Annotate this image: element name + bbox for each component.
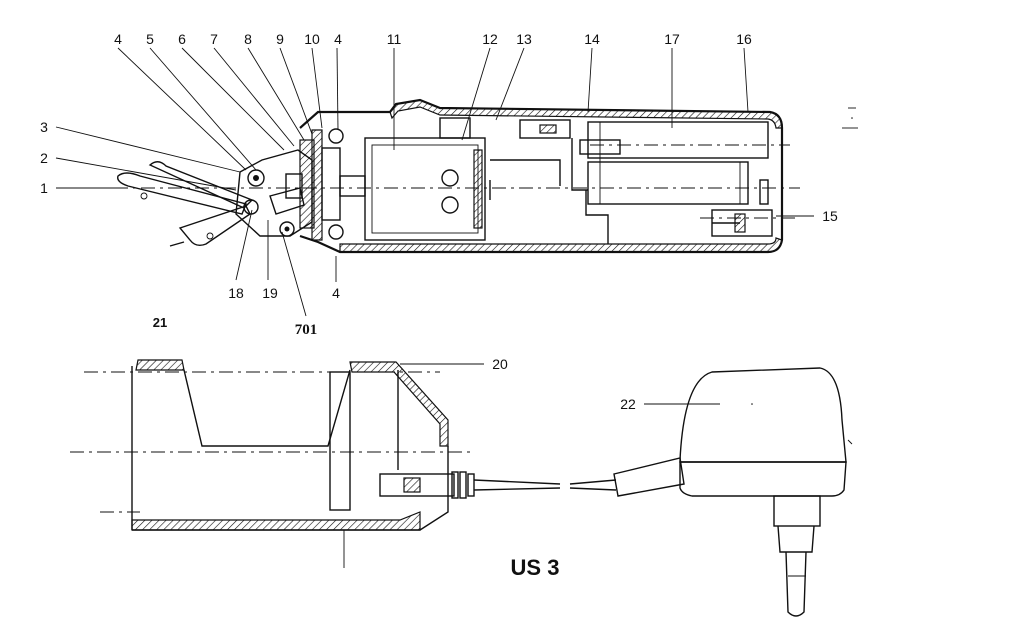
- callout-label: 2: [40, 150, 48, 166]
- callout-label: 15: [822, 208, 838, 224]
- cable-strain-relief: [451, 471, 475, 499]
- callout-label: 10: [304, 31, 320, 47]
- callout-label: 11: [387, 31, 402, 47]
- callout-label: 22: [620, 396, 636, 412]
- clipper-body: [60, 98, 800, 254]
- callout-label: 701: [295, 322, 318, 338]
- callout-label: 13: [516, 31, 532, 47]
- callout-label: 20: [492, 356, 508, 372]
- callout-labels: 4 5 6 7 8 9 10 4 11 12 13 14 17 16 3 2 1…: [40, 31, 838, 338]
- cutting-blades: [117, 161, 254, 247]
- callout-label: 3: [40, 119, 48, 135]
- callout-label: 18: [228, 285, 244, 301]
- callout-label: 21: [153, 315, 167, 330]
- callout-label: 7: [210, 31, 218, 47]
- callout-label: 1: [40, 180, 48, 196]
- callout-label: 19: [262, 285, 278, 301]
- charging-stand: [70, 359, 475, 531]
- callout-label: 9: [276, 31, 284, 47]
- scan-marks: [842, 107, 858, 129]
- callout-label: 12: [482, 31, 498, 47]
- callout-label: 17: [664, 31, 680, 47]
- callout-label: 5: [146, 31, 154, 47]
- callout-label: 4: [334, 31, 342, 47]
- callout-label: 14: [584, 31, 600, 47]
- power-adapter: [679, 367, 853, 617]
- callout-label: 8: [244, 31, 252, 47]
- callout-label: 4: [114, 31, 122, 47]
- charging-socket: [711, 209, 773, 237]
- battery-pack: [579, 121, 769, 205]
- callout-label: 4: [332, 285, 340, 301]
- callout-label: 6: [178, 31, 186, 47]
- cable: [473, 457, 685, 497]
- motor: [364, 137, 486, 241]
- figure-title: US 3: [511, 555, 560, 580]
- leader-lines: [55, 47, 814, 317]
- callout-label: 16: [736, 31, 752, 47]
